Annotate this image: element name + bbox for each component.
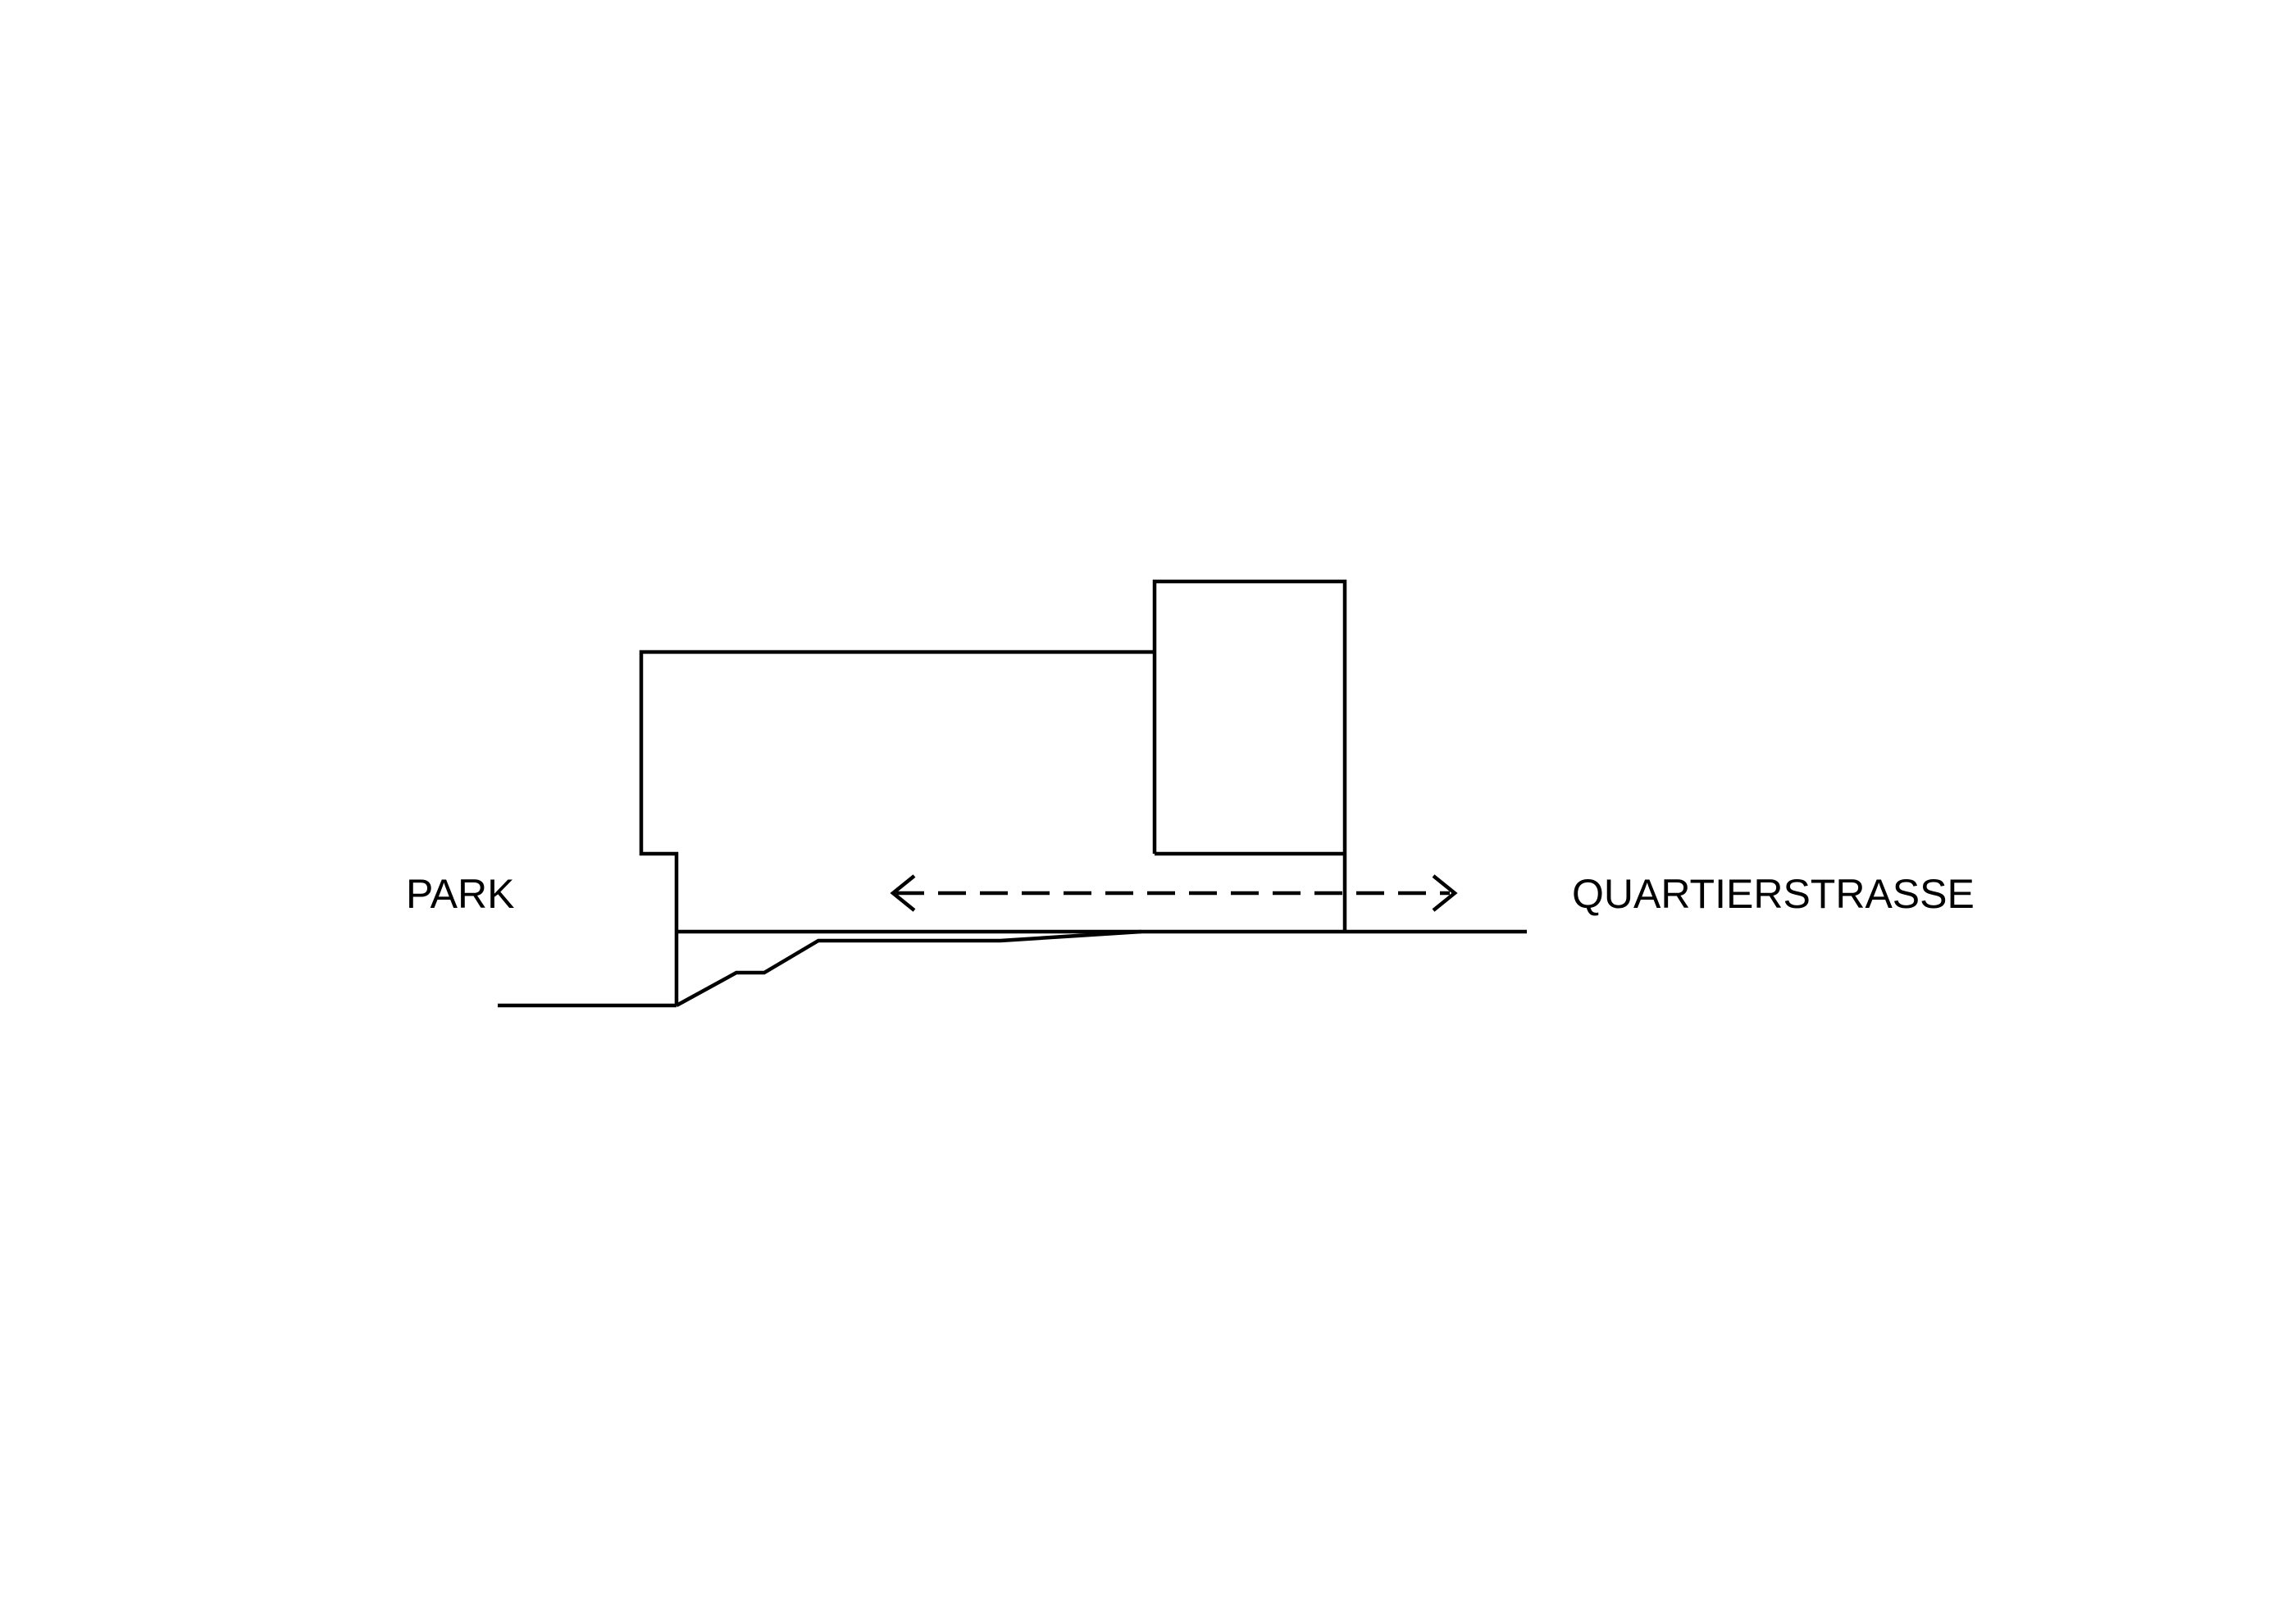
terrain-slope: [675, 929, 1142, 1007]
arrow-head-left: [890, 874, 916, 912]
diagram-lines: [498, 579, 1527, 1008]
label-quartierstrasse: QUARTIERSTRASSE: [1572, 871, 1975, 917]
building-outline: [639, 650, 1155, 1005]
arrow-head-right: [1432, 874, 1458, 912]
label-park: PARK: [406, 871, 514, 917]
tower-volume: [1152, 579, 1347, 932]
